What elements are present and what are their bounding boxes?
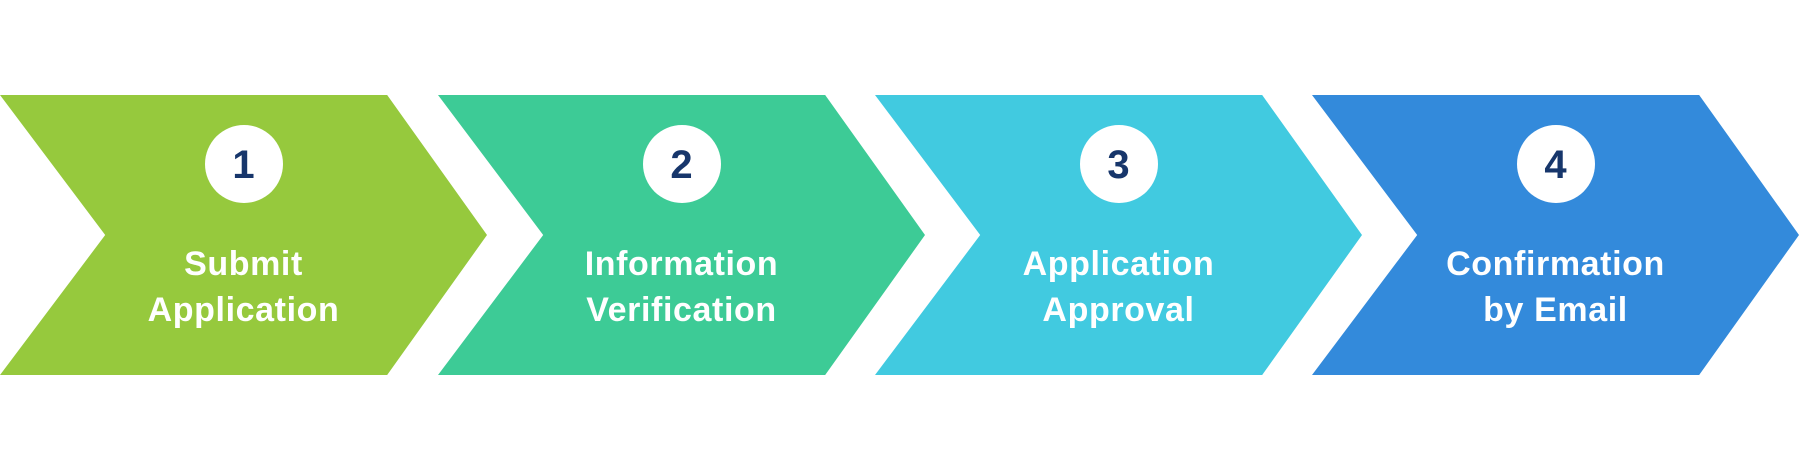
step-number: 4: [1544, 143, 1567, 187]
step-label: Application Approval: [1023, 241, 1215, 333]
step-number: 1: [232, 143, 255, 187]
step-chevron-4: 4 Confirmation by Email: [1312, 95, 1799, 375]
step-chevron-2: 2 Information Verification: [438, 95, 925, 375]
step-label: Submit Application: [148, 241, 340, 333]
step-chevron-1: 1 Submit Application: [0, 95, 487, 375]
step-number-badge: 2: [642, 125, 721, 203]
step-label-line-1: Information: [584, 245, 779, 283]
step-label-line-1: Application: [1022, 245, 1215, 283]
step-number: 2: [670, 143, 693, 187]
step-label-line-2: Verification: [586, 291, 777, 329]
step-label-line-1: Confirmation: [1446, 245, 1665, 283]
step-label-line-1: Submit: [184, 245, 303, 283]
step-label: Information Verification: [585, 241, 779, 333]
step-label-line-2: Application: [147, 291, 340, 329]
step-number-badge: 3: [1079, 125, 1158, 203]
step-label-line-2: by Email: [1483, 291, 1628, 329]
step-chevron-3: 3 Application Approval: [875, 95, 1362, 375]
step-label-line-2: Approval: [1042, 291, 1195, 329]
step-label: Confirmation by Email: [1446, 241, 1665, 333]
step-number-badge: 1: [204, 125, 283, 203]
step-number: 3: [1107, 143, 1130, 187]
step-number-badge: 4: [1516, 125, 1595, 203]
